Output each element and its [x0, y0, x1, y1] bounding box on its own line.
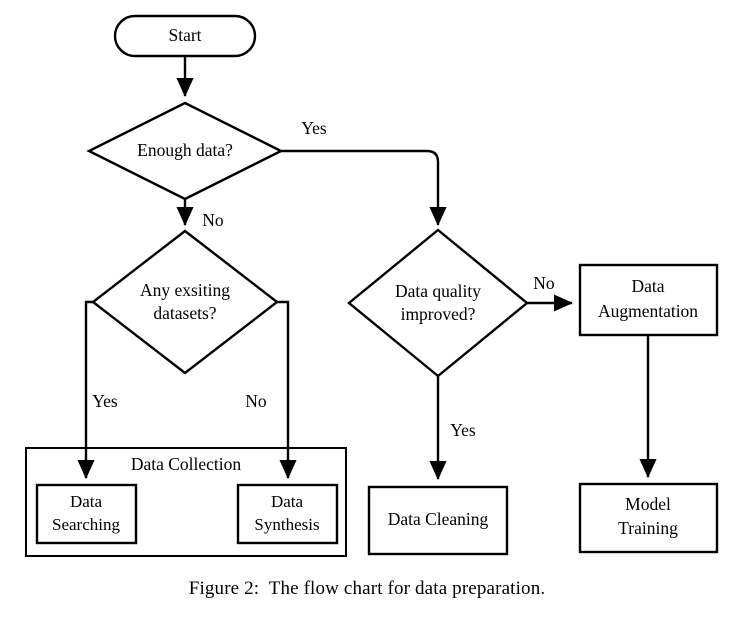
- node-data-quality[interactable]: Data quality improved?: [347, 228, 529, 378]
- node-data-synthesis-shape[interactable]: [236, 483, 339, 545]
- node-data-cleaning[interactable]: Data Cleaning: [367, 485, 509, 556]
- edge-label-yes: Yes: [450, 420, 476, 440]
- node-start-label: Start: [168, 25, 201, 45]
- node-data-quality-label-line1: Data quality: [395, 281, 481, 301]
- figure-caption: Figure 2: The flow chart for data prepar…: [188, 578, 546, 599]
- edge-existing-datasets-no-to-data-synthesis: No: [245, 300, 297, 479]
- node-data-searching-label-line2: Searching: [52, 515, 120, 534]
- node-data-synthesis-label-line2: Synthesis: [254, 515, 319, 534]
- node-existing-datasets-label-line2: datasets?: [153, 303, 216, 323]
- node-data-quality-label-line2: improved?: [401, 304, 476, 324]
- node-existing-datasets[interactable]: Any exsiting datasets?: [91, 229, 279, 375]
- node-enough-data[interactable]: Enough data?: [86, 101, 284, 201]
- node-data-augmentation-shape[interactable]: [578, 263, 719, 337]
- edge-line: [277, 300, 297, 479]
- group-data-collection: Data Collection: [25, 447, 347, 557]
- edge-label-no: No: [202, 210, 224, 230]
- edge-data-quality-yes-to-data-cleaning: Yes: [429, 376, 476, 480]
- group-data-collection-box: [25, 447, 347, 557]
- edge-enough-data-yes-to-data-quality: Yes: [281, 118, 447, 226]
- edge-line: [281, 149, 447, 226]
- edge-label-yes: Yes: [301, 118, 327, 138]
- node-model-training-label-line2: Training: [618, 518, 678, 538]
- edge-line: [77, 300, 95, 479]
- edge-existing-datasets-yes-to-data-searching: Yes: [77, 300, 118, 479]
- edge-data-quality-no-to-data-augmentation: No: [527, 273, 573, 312]
- node-data-searching[interactable]: Data Searching: [35, 483, 138, 545]
- node-model-training-label-line1: Model: [625, 494, 671, 514]
- edge-label-no: No: [245, 391, 267, 411]
- node-existing-datasets-shape[interactable]: [91, 229, 279, 375]
- node-enough-data-label: Enough data?: [137, 140, 233, 160]
- node-data-searching-label-line1: Data: [70, 492, 103, 511]
- group-data-collection-label: Data Collection: [131, 454, 242, 474]
- node-data-augmentation[interactable]: Data Augmentation: [578, 263, 719, 337]
- node-data-synthesis-label-line1: Data: [271, 492, 304, 511]
- node-start[interactable]: Start: [113, 14, 257, 58]
- node-model-training-shape[interactable]: [578, 482, 719, 554]
- node-data-synthesis[interactable]: Data Synthesis: [236, 483, 339, 545]
- node-existing-datasets-label-line1: Any exsiting: [140, 280, 230, 300]
- node-data-quality-shape[interactable]: [347, 228, 529, 378]
- node-model-training[interactable]: Model Training: [578, 482, 719, 554]
- edge-label-yes: Yes: [92, 391, 118, 411]
- node-data-searching-shape[interactable]: [35, 483, 138, 545]
- node-enough-data-shape[interactable]: [86, 101, 284, 201]
- node-data-augmentation-label-line1: Data: [631, 276, 664, 296]
- node-start-shape[interactable]: [113, 14, 257, 58]
- node-data-cleaning-label: Data Cleaning: [388, 509, 489, 529]
- node-data-augmentation-label-line2: Augmentation: [598, 301, 698, 321]
- edge-label-no: No: [533, 273, 555, 293]
- node-data-cleaning-shape[interactable]: [367, 485, 509, 556]
- edge-enough-data-no-to-existing-datasets: No: [176, 199, 224, 230]
